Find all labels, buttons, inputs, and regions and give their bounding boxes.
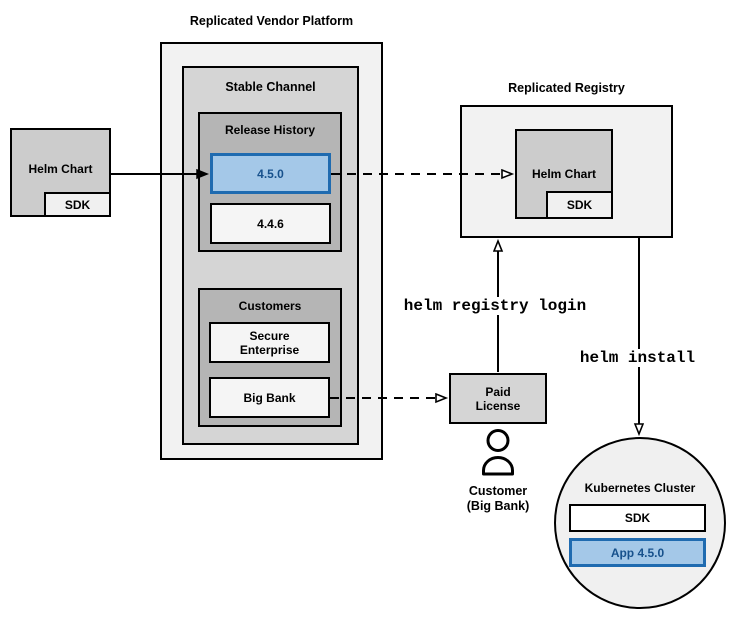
customer-item-big-bank: Big Bank: [209, 377, 330, 418]
paid-license-box: Paid License: [449, 373, 547, 424]
paid-license-label: Paid License: [475, 384, 521, 413]
registry-sdk-label: SDK: [566, 198, 593, 212]
source-helm-chart-box: Helm Chart SDK: [10, 128, 111, 217]
registry-sdk-box: SDK: [546, 191, 613, 219]
registry-helm-chart-label: Helm Chart: [531, 167, 596, 181]
release-item-450: 4.5.0: [210, 153, 331, 194]
platform-box: Stable Channel Release History 4.5.0 4.4…: [160, 42, 383, 460]
source-helm-chart-label: Helm Chart: [28, 161, 93, 176]
cluster-sdk-label: SDK: [624, 511, 651, 525]
registry-box: Helm Chart SDK: [460, 105, 673, 238]
source-sdk-label: SDK: [64, 197, 91, 212]
release-version-label: 4.5.0: [257, 166, 284, 181]
customer-caption: Customer (Big Bank): [466, 484, 530, 513]
stable-channel-title: Stable Channel: [225, 80, 316, 94]
kubernetes-cluster-circle: Kubernetes Cluster SDK App 4.5.0: [554, 437, 726, 609]
customer-item-secure-enterprise: Secure Enterprise: [209, 322, 330, 363]
command-registry-login: helm registry login: [398, 297, 592, 315]
cluster-title: Kubernetes Cluster: [584, 481, 696, 495]
cluster-sdk-box: SDK: [569, 504, 706, 532]
cluster-app-box: App 4.5.0: [569, 538, 706, 567]
release-version-label: 4.4.6: [257, 216, 284, 231]
release-history-title: Release History: [224, 123, 316, 137]
release-history-box: Release History 4.5.0 4.4.6: [198, 112, 342, 252]
customers-box: Customers Secure Enterprise Big Bank: [198, 288, 342, 427]
registry-helm-chart-box: Helm Chart SDK: [515, 129, 613, 219]
customers-title: Customers: [238, 299, 302, 313]
stable-channel-box: Stable Channel Release History 4.5.0 4.4…: [182, 66, 359, 445]
customer-name-label: Big Bank: [243, 390, 296, 405]
command-helm-install: helm install: [574, 349, 701, 367]
customer-person-icon: [482, 429, 514, 476]
cluster-app-label: App 4.5.0: [610, 545, 665, 560]
source-sdk-box: SDK: [44, 192, 111, 217]
release-item-446: 4.4.6: [210, 203, 331, 244]
customer-name-label: Secure Enterprise: [239, 328, 300, 357]
registry-title: Replicated Registry: [508, 81, 625, 95]
platform-title: Replicated Vendor Platform: [189, 14, 354, 28]
